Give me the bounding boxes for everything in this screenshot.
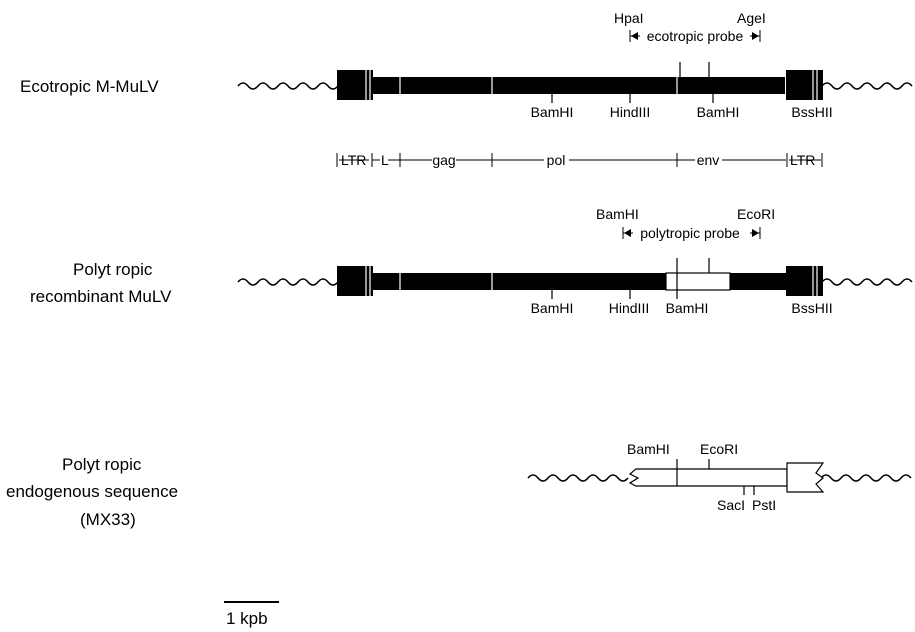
site-label-bsshii: BssHII: [791, 300, 832, 316]
probe-label-polytropic: polytropic probe: [640, 225, 740, 241]
flank-wave-right: [821, 278, 913, 286]
site-label-hindiii: HindIII: [610, 104, 650, 120]
row-label-line: endogenous sequence: [6, 482, 178, 501]
flank-wave-right: [821, 82, 913, 90]
segment-label-ltr: LTR: [790, 152, 815, 168]
site-label-ecori: EcoRI: [700, 441, 738, 457]
ltr-right-open: [786, 462, 825, 493]
row-ecotropic: Ecotropic M-MuLV ecotropic probe HpaI Ag…: [20, 10, 913, 120]
site-label-psti: PstI: [752, 497, 776, 513]
scale-bar-label: 1 kpb: [226, 609, 268, 628]
probe-arrowhead: [752, 229, 759, 237]
ltr-left: [337, 266, 373, 296]
row-label-ecotropic: Ecotropic M-MuLV: [20, 77, 159, 96]
row-label-line: recombinant MuLV: [30, 287, 172, 306]
site-label-ecori: EcoRI: [737, 206, 775, 222]
flank-wave-left: [237, 278, 339, 286]
probe-arrowhead: [752, 32, 759, 40]
segment-label-ltr: LTR: [341, 152, 366, 168]
site-label-bamhi: BamHI: [697, 104, 740, 120]
endogenous-body: [628, 468, 788, 487]
scale-bar: 1 kpb: [224, 601, 279, 628]
row-label-line: (MX33): [80, 510, 136, 529]
site-label-bamhi: BamHI: [627, 441, 670, 457]
site-label-agei: AgeI: [737, 10, 766, 26]
segment-label-l: L: [381, 152, 389, 168]
flank-wave-left: [237, 82, 339, 90]
site-label-bsshii: BssHII: [791, 104, 832, 120]
segment-label-pol: pol: [547, 152, 566, 168]
segment-label-env: env: [697, 152, 720, 168]
site-label-hpai: HpaI: [614, 10, 644, 26]
ltr-left: [337, 70, 373, 100]
genome-body: [730, 273, 786, 290]
genome-map: [336, 153, 823, 167]
site-label-hindiii: HindIII: [609, 300, 649, 316]
probe-label-ecotropic: ecotropic probe: [647, 28, 744, 44]
site-label-saci: SacI: [717, 497, 745, 513]
row-label-line: Polyt ropic: [73, 260, 153, 279]
row-polytropic-recombinant: Polyt ropic recombinant MuLV polytropic …: [30, 206, 913, 316]
segment-label-gag: gag: [432, 152, 455, 168]
site-label-bamhi: BamHI: [596, 206, 639, 222]
probe-arrowhead: [624, 229, 631, 237]
polytropic-env-insert: [665, 272, 731, 291]
flank-wave-left: [527, 474, 629, 482]
row-polytropic-endogenous: Polyt ropic endogenous sequence (MX33) B…: [6, 441, 912, 529]
genome-map-labels: LTR L gag pol env LTR: [341, 152, 815, 168]
probe-arrowhead: [631, 32, 638, 40]
site-label-bamhi: BamHI: [531, 300, 574, 316]
flank-wave-right: [820, 474, 912, 482]
genome-body: [373, 77, 785, 94]
site-label-bamhi: BamHI: [666, 300, 709, 316]
genome-body: [373, 273, 666, 290]
row-label-line: Polyt ropic: [62, 455, 142, 474]
site-label-bamhi: BamHI: [531, 104, 574, 120]
